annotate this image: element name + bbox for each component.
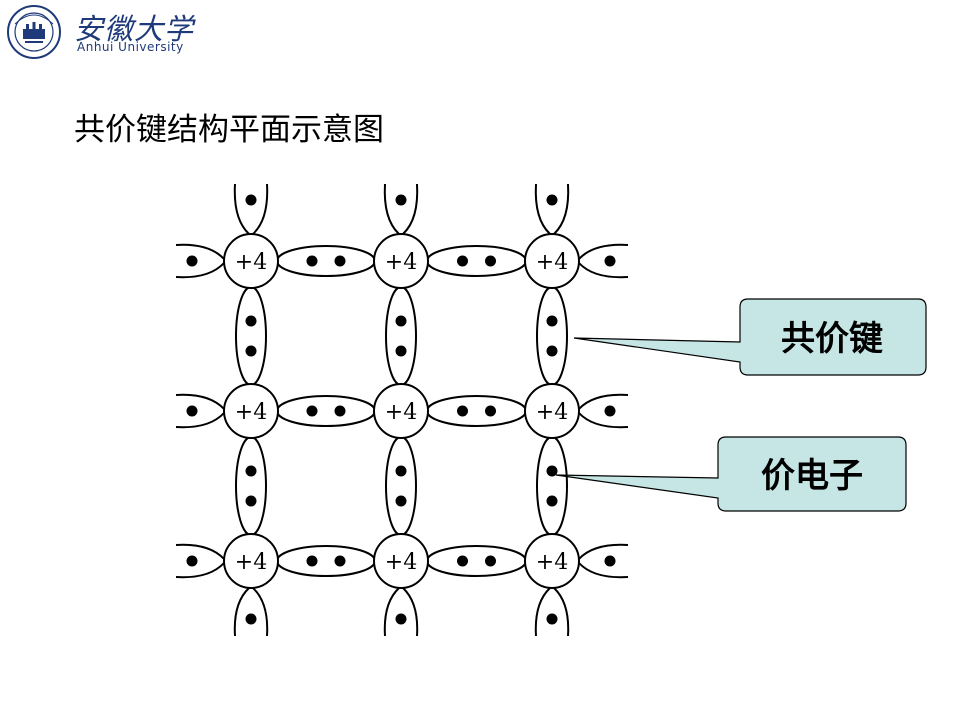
valence-electron-dot	[546, 315, 558, 327]
ion-core	[373, 383, 429, 439]
half-bond-left	[175, 543, 225, 579]
silicon-lattice: +4 +4 +4 +4 +4 +4 +4 +4 +4	[175, 183, 629, 637]
university-logo: 安徽大学 Anhui University	[6, 4, 196, 60]
ion-charge-label: +4	[536, 250, 568, 275]
valence-electron-dot	[546, 495, 558, 507]
callouts: 共价键 价电子	[555, 298, 927, 512]
valence-electron-dot	[306, 405, 318, 417]
ion-core	[524, 533, 580, 589]
ion-core	[373, 233, 429, 289]
covalent-bond	[385, 286, 417, 386]
valence-electron-label: 价电子	[761, 456, 863, 496]
ion-charge-label: +4	[235, 550, 267, 575]
valence-electron-dot	[395, 495, 407, 507]
half-bond-right	[578, 393, 629, 429]
valence-electron-dot	[395, 345, 407, 357]
covalent-bond	[426, 395, 527, 427]
covalent-bond	[235, 286, 267, 386]
valence-electron-dot	[334, 555, 346, 567]
ion-core	[524, 383, 580, 439]
covalent-bond	[426, 245, 527, 277]
ion-charge-label: +4	[536, 550, 568, 575]
valence-electron-dot	[395, 613, 407, 625]
valence-electron-dot	[485, 255, 496, 267]
covalent-bond	[276, 395, 376, 427]
half-bond-top	[383, 183, 419, 235]
covalent-bond	[426, 545, 527, 577]
covalent-bond	[235, 436, 267, 536]
half-bond-top	[534, 183, 570, 235]
valence-electron-dot	[245, 315, 257, 327]
covalent-bond	[536, 436, 568, 536]
valence-electron-callout-box	[555, 436, 907, 512]
ion-charge-label: +4	[385, 250, 417, 275]
ion-charge-label: +4	[536, 400, 568, 425]
valence-electron-dot	[186, 555, 198, 567]
university-name-english: Anhui University	[77, 40, 184, 54]
ion-core	[223, 383, 279, 439]
valence-electron-dot	[395, 465, 407, 477]
valence-electron-dot	[334, 255, 346, 267]
valence-electron-dot	[395, 194, 407, 206]
ion-core	[373, 533, 429, 589]
valence-electron-dot	[245, 465, 257, 477]
half-bond-left	[175, 243, 225, 279]
covalent-bond-callout: 共价键	[573, 298, 927, 376]
valence-electron-dot	[457, 405, 468, 417]
valence-electron-dot	[485, 405, 496, 417]
covalent-bond	[276, 545, 376, 577]
page-title: 共价键结构平面示意图	[74, 112, 384, 148]
valence-electron-dot	[245, 194, 257, 206]
valence-electron-dot	[546, 465, 558, 477]
valence-electron-dot	[306, 255, 318, 267]
valence-electron-dot	[395, 315, 407, 327]
valence-electron-dot	[546, 194, 558, 206]
covalent-bond	[385, 436, 417, 536]
half-bond-right	[578, 243, 629, 279]
valence-electron-dot	[604, 555, 616, 567]
valence-electron-dot	[245, 613, 257, 625]
valence-electron-dot	[186, 255, 198, 267]
covalent-bond-label: 共价键	[781, 319, 883, 359]
valence-electron-dot	[604, 255, 616, 267]
ion-core	[223, 233, 279, 289]
half-bond-top	[233, 183, 269, 235]
half-bond-right	[578, 543, 629, 579]
university-name-chinese: 安徽大学	[74, 12, 195, 46]
covalent-bond-callout-box	[573, 298, 927, 376]
valence-electron-dot	[604, 405, 616, 417]
half-bond-bottom	[233, 587, 269, 637]
ion-core	[223, 533, 279, 589]
half-bond-bottom	[534, 587, 570, 637]
valence-electron-dot	[546, 345, 558, 357]
ion-charge-label: +4	[235, 250, 267, 275]
ion-charge-label: +4	[235, 400, 267, 425]
valence-electron-dot	[334, 405, 346, 417]
covalent-bond	[536, 286, 568, 386]
valence-electron-dot	[186, 405, 198, 417]
valence-electron-dot	[485, 555, 496, 567]
valence-electron-dot	[245, 495, 257, 507]
covalent-bond	[276, 245, 376, 277]
valence-electron-dot	[457, 555, 468, 567]
valence-electron-dot	[306, 555, 318, 567]
valence-electron-dot	[457, 255, 468, 267]
valence-electron-callout: 价电子	[555, 436, 907, 512]
half-bond-bottom	[383, 587, 419, 637]
ion-core	[524, 233, 580, 289]
university-seal-icon	[7, 5, 61, 59]
valence-electron-dot	[546, 613, 558, 625]
half-bond-left	[175, 393, 225, 429]
ion-charge-label: +4	[385, 550, 417, 575]
ion-charge-label: +4	[385, 400, 417, 425]
valence-electron-dot	[245, 345, 257, 357]
